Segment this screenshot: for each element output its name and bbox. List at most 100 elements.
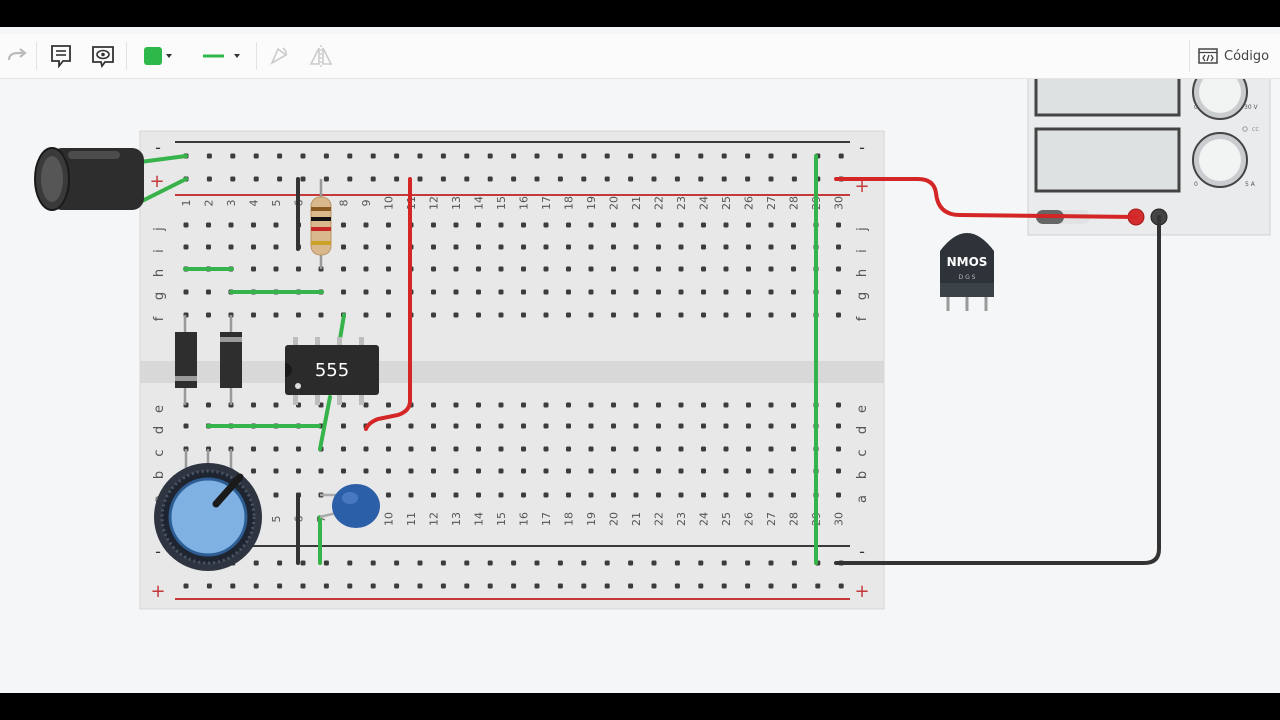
terminal-hole[interactable] — [588, 312, 594, 318]
terminal-hole[interactable] — [791, 446, 796, 452]
terminal-hole[interactable] — [746, 222, 751, 228]
terminal-hole[interactable] — [746, 492, 751, 498]
rail-hole[interactable] — [300, 583, 306, 589]
rail-hole[interactable] — [394, 560, 400, 566]
terminal-hole[interactable] — [206, 402, 211, 408]
rail-hole[interactable] — [464, 583, 470, 589]
terminal-hole[interactable] — [273, 244, 279, 250]
terminal-hole[interactable] — [678, 266, 684, 272]
terminal-hole[interactable] — [566, 222, 571, 228]
terminal-hole[interactable] — [768, 266, 774, 272]
rail-hole[interactable] — [394, 583, 400, 589]
rail-hole[interactable] — [721, 153, 727, 159]
terminal-hole[interactable] — [521, 266, 526, 272]
terminal-hole[interactable] — [656, 289, 661, 295]
rail-hole[interactable] — [440, 560, 446, 566]
rail-hole[interactable] — [370, 583, 376, 589]
rail-hole[interactable] — [300, 560, 306, 566]
electrolytic-capacitor[interactable] — [34, 147, 144, 211]
terminal-hole[interactable] — [701, 402, 706, 408]
rail-hole[interactable] — [487, 560, 493, 566]
rail-hole[interactable] — [300, 176, 306, 182]
rail-hole[interactable] — [791, 153, 797, 159]
terminal-hole[interactable] — [476, 266, 481, 272]
redo-arrow-icon[interactable] — [2, 39, 32, 73]
terminal-hole[interactable] — [296, 468, 301, 474]
terminal-hole[interactable] — [768, 423, 774, 429]
terminal-hole[interactable] — [633, 289, 639, 295]
terminal-hole[interactable] — [498, 468, 504, 474]
terminal-hole[interactable] — [746, 402, 751, 408]
terminal-hole[interactable] — [701, 289, 706, 295]
terminal-hole[interactable] — [363, 266, 369, 272]
terminal-hole[interactable] — [543, 446, 549, 452]
terminal-hole[interactable] — [588, 289, 594, 295]
terminal-hole[interactable] — [183, 244, 189, 250]
rail-hole[interactable] — [604, 583, 610, 589]
rail-hole[interactable] — [557, 560, 563, 566]
terminal-hole[interactable] — [791, 222, 796, 228]
rail-hole[interactable] — [534, 560, 540, 566]
terminal-hole[interactable] — [476, 312, 481, 318]
rail-hole[interactable] — [417, 583, 423, 589]
rail-hole[interactable] — [745, 176, 751, 182]
terminal-hole[interactable] — [791, 289, 796, 295]
terminal-hole[interactable] — [453, 446, 459, 452]
terminal-hole[interactable] — [341, 446, 346, 452]
terminal-hole[interactable] — [656, 312, 661, 318]
terminal-hole[interactable] — [566, 289, 571, 295]
rail-hole[interactable] — [370, 560, 376, 566]
terminal-hole[interactable] — [723, 312, 729, 318]
terminal-hole[interactable] — [273, 312, 279, 318]
terminal-hole[interactable] — [678, 446, 684, 452]
terminal-hole[interactable] — [273, 266, 279, 272]
capacitor-leads[interactable] — [138, 154, 188, 204]
rail-hole[interactable] — [347, 583, 353, 589]
terminal-hole[interactable] — [723, 468, 729, 474]
terminal-hole[interactable] — [206, 312, 211, 318]
positive-supply-wire[interactable] — [834, 177, 1138, 219]
rail-hole[interactable] — [440, 176, 446, 182]
voltage-knob[interactable] — [1192, 79, 1248, 120]
rail-hole[interactable] — [206, 153, 212, 159]
rail-hole[interactable] — [838, 153, 844, 159]
rail-hole[interactable] — [277, 583, 283, 589]
terminal-hole[interactable] — [453, 222, 459, 228]
terminal-hole[interactable] — [273, 446, 279, 452]
rail-hole[interactable] — [464, 153, 470, 159]
rail-hole[interactable] — [253, 153, 259, 159]
terminal-hole[interactable] — [476, 446, 481, 452]
terminal-hole[interactable] — [251, 446, 256, 452]
terminal-hole[interactable] — [431, 423, 436, 429]
terminal-hole[interactable] — [588, 423, 594, 429]
terminal-hole[interactable] — [723, 446, 729, 452]
terminal-hole[interactable] — [498, 423, 504, 429]
rail-hole[interactable] — [417, 176, 423, 182]
terminal-hole[interactable] — [701, 312, 706, 318]
terminal-hole[interactable] — [633, 468, 639, 474]
terminal-hole[interactable] — [588, 244, 594, 250]
terminal-hole[interactable] — [791, 244, 796, 250]
terminal-hole[interactable] — [723, 222, 729, 228]
terminal-hole[interactable] — [543, 468, 549, 474]
terminal-hole[interactable] — [723, 266, 729, 272]
terminal-hole[interactable] — [251, 244, 256, 250]
terminal-hole[interactable] — [341, 402, 346, 408]
rail-hole[interactable] — [206, 583, 212, 589]
terminal-hole[interactable] — [296, 266, 301, 272]
terminal-hole[interactable] — [543, 402, 549, 408]
terminal-hole[interactable] — [723, 423, 729, 429]
diode-right[interactable] — [220, 315, 242, 405]
rail-hole[interactable] — [277, 176, 283, 182]
terminal-hole[interactable] — [633, 423, 639, 429]
rail-hole[interactable] — [557, 583, 563, 589]
rail-hole[interactable] — [487, 583, 493, 589]
terminal-hole[interactable] — [723, 402, 729, 408]
terminal-hole[interactable] — [341, 468, 346, 474]
terminal-hole[interactable] — [431, 222, 436, 228]
rail-hole[interactable] — [768, 153, 774, 159]
rail-hole[interactable] — [581, 176, 587, 182]
rail-hole[interactable] — [651, 583, 657, 589]
terminal-hole[interactable] — [836, 492, 841, 498]
terminal-hole[interactable] — [543, 222, 549, 228]
